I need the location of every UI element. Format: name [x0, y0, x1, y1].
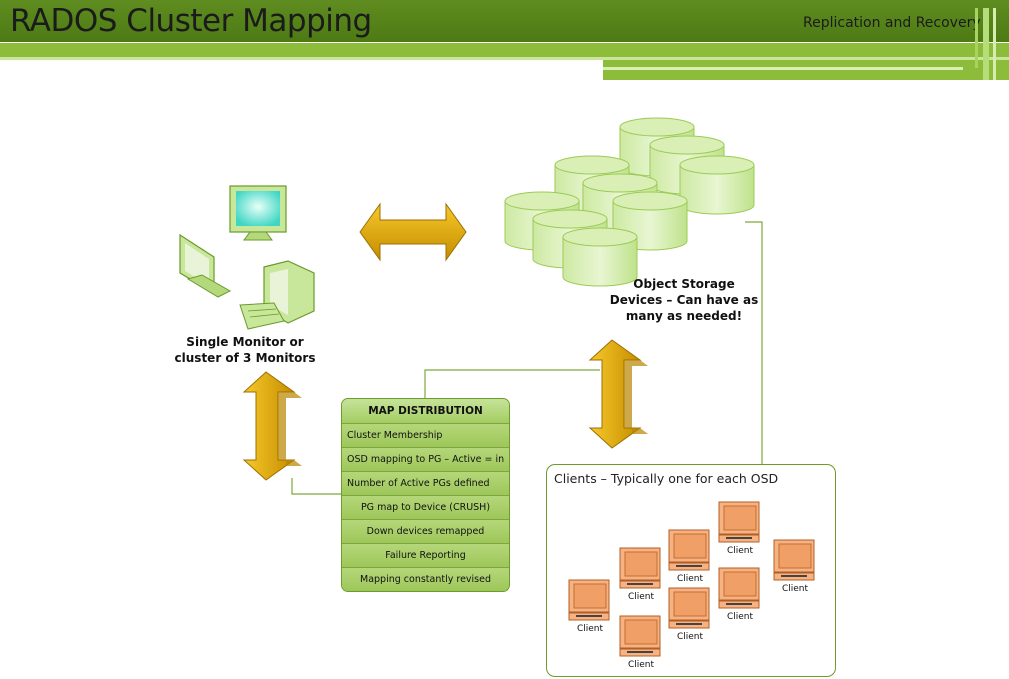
client-computer-icon [668, 529, 710, 571]
client-computer: Client [566, 578, 614, 638]
client-computer: Client [617, 546, 665, 606]
client-label: Client [676, 574, 704, 584]
client-label: Client [627, 592, 655, 602]
osd-label-line: many as needed! [625, 309, 743, 323]
header-stripe [0, 43, 1009, 57]
client-label: Client [781, 584, 809, 594]
client-label: Client [576, 624, 604, 634]
vertical-double-arrow-icon [242, 371, 302, 481]
map-row: Down devices remapped [342, 520, 509, 544]
client-computer-icon [668, 587, 710, 629]
header-stripe [603, 60, 1009, 80]
client-computer-icon [568, 579, 610, 621]
map-row: PG map to Device (CRUSH) [342, 496, 509, 520]
vertical-double-arrow-icon [588, 339, 648, 449]
map-row: Failure Reporting [342, 544, 509, 568]
monitor-computers-icon [179, 185, 315, 330]
monitors-label-line: cluster of 3 Monitors [174, 351, 316, 365]
monitors-label: Single Monitor or cluster of 3 Monitors [170, 334, 320, 366]
client-computer-icon [773, 539, 815, 581]
client-label: Client [627, 660, 655, 670]
page-subtitle: Replication and Recovery [803, 15, 981, 31]
client-computer-icon [619, 615, 661, 657]
osd-label-line: Devices – Can have as [609, 293, 759, 307]
map-distribution-table: MAP DISTRIBUTION Cluster Membership OSD … [341, 398, 510, 592]
page-title: RADOS Cluster Mapping [10, 3, 372, 39]
header-bar [0, 0, 1009, 42]
client-computer: Client [666, 586, 714, 646]
map-row: Mapping constantly revised [342, 568, 509, 591]
map-row: Cluster Membership [342, 424, 509, 448]
client-computer: Client [666, 528, 714, 588]
client-computer: Client [771, 538, 819, 598]
header-stripe [993, 8, 996, 80]
client-computer: Client [716, 500, 764, 560]
monitors-label-line: Single Monitor or [186, 335, 304, 349]
client-computer-icon [718, 567, 760, 609]
header-stripe [975, 8, 978, 68]
client-label: Client [726, 546, 754, 556]
osd-label: Object Storage Devices – Can have as man… [604, 276, 764, 324]
osd-label-line: Object Storage [633, 277, 735, 291]
client-label: Client [726, 612, 754, 622]
clients-title: Clients – Typically one for each OSD [554, 471, 779, 486]
client-computer: Client [716, 566, 764, 626]
map-distribution-title: MAP DISTRIBUTION [342, 399, 509, 424]
header-stripe [983, 8, 989, 80]
header-stripe [0, 57, 1009, 60]
client-computer-icon [619, 547, 661, 589]
client-computer-icon [718, 501, 760, 543]
map-row: Number of Active PGs defined [342, 472, 509, 496]
osd-storage-cylinders-icon [504, 117, 755, 287]
horizontal-double-arrow-icon [359, 202, 467, 262]
client-label: Client [676, 632, 704, 642]
map-row: OSD mapping to PG – Active = in [342, 448, 509, 472]
header-stripe [603, 67, 963, 70]
client-computer: Client [617, 614, 665, 674]
